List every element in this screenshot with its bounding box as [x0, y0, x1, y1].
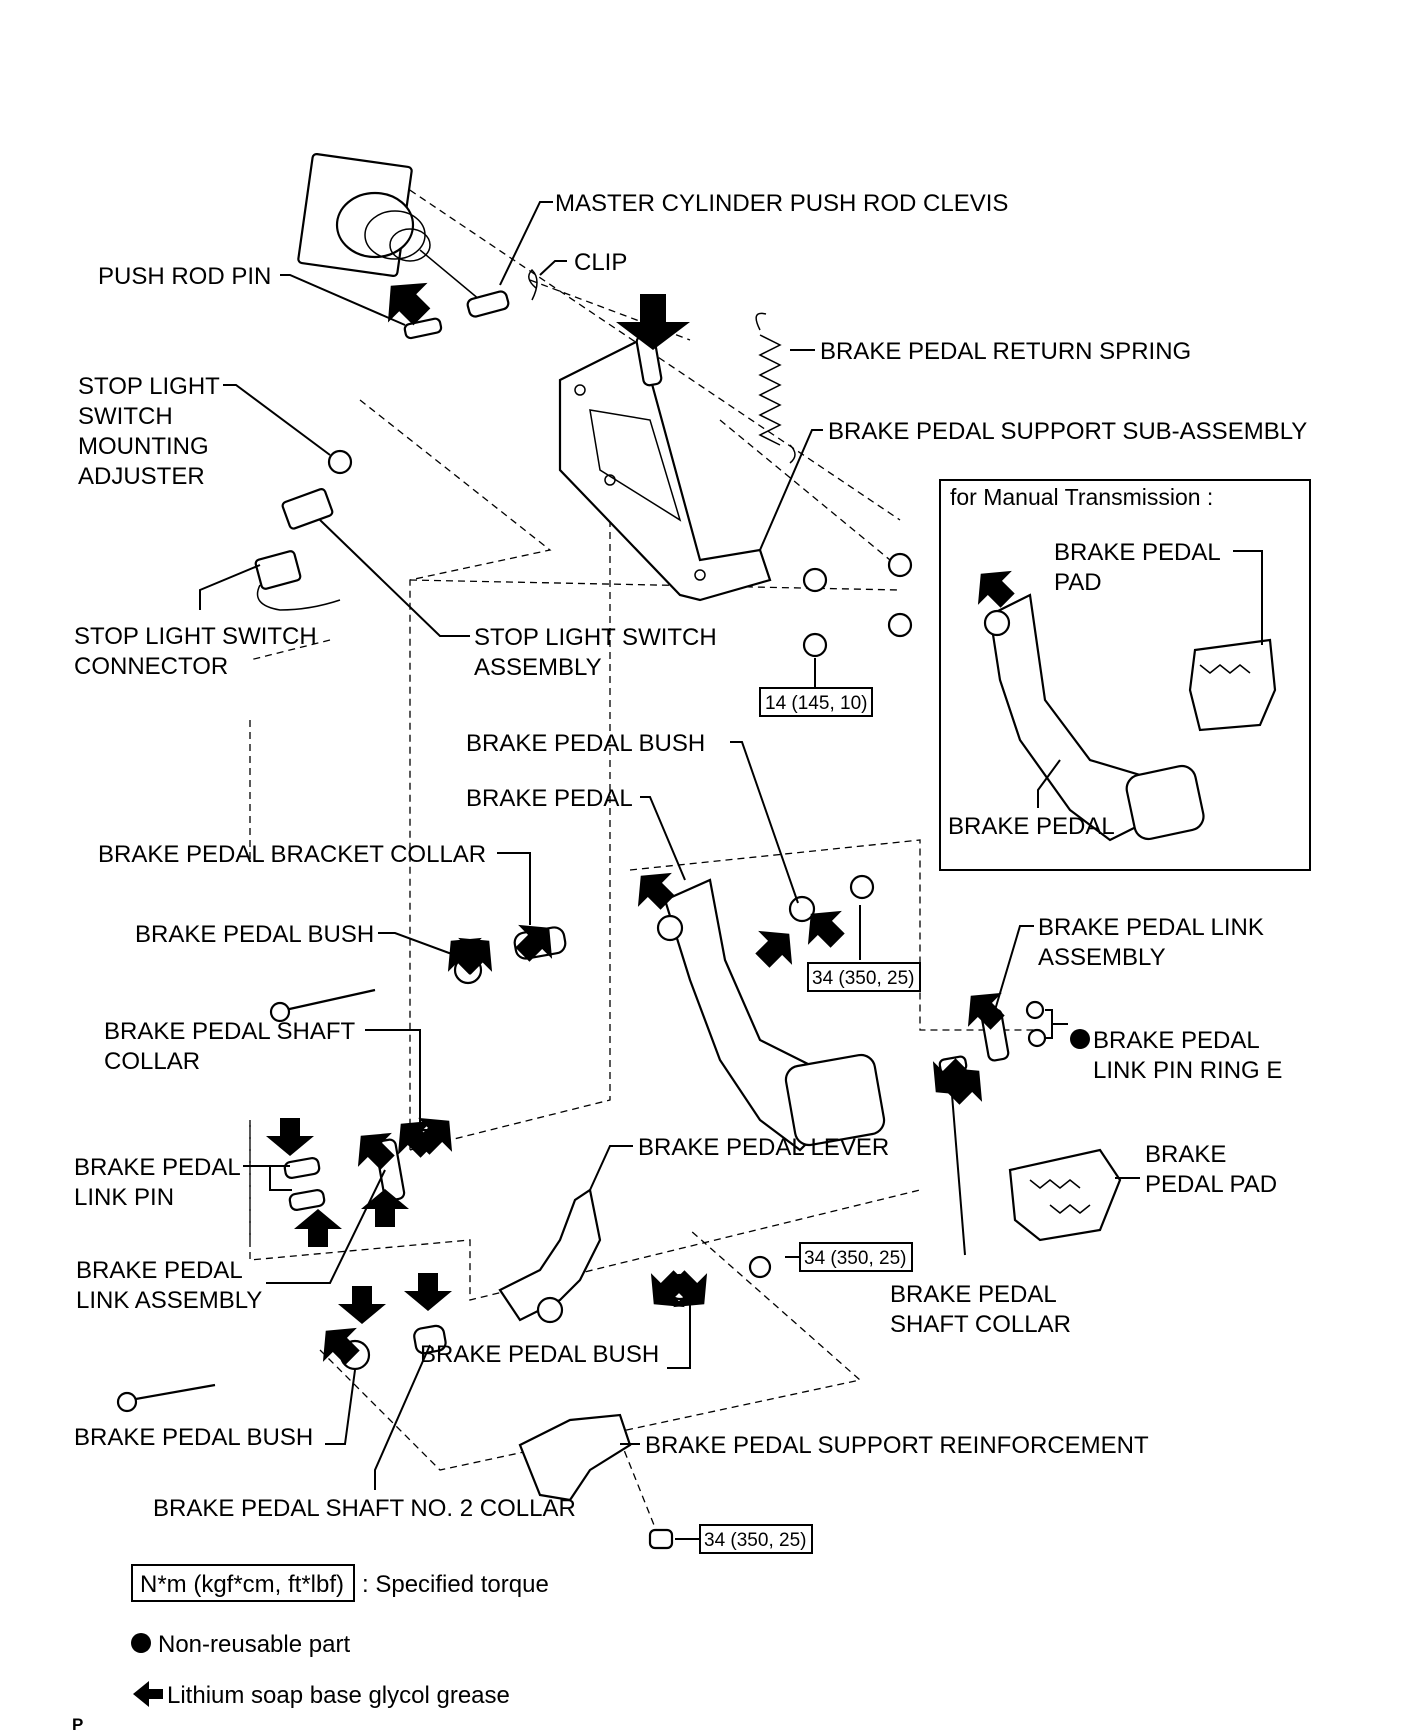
label-brake-pedal-support-sub-assembly: BRAKE PEDAL SUPPORT SUB-ASSEMBLY	[828, 418, 1307, 445]
grease-arrow-icon	[455, 937, 493, 975]
label-shaft-collar-left-2: COLLAR	[104, 1048, 200, 1075]
label-stop-light-adjuster-1: STOP LIGHT	[78, 373, 220, 400]
label-brake-pedal: BRAKE PEDAL	[466, 785, 633, 812]
label-link-pin-1: BRAKE PEDAL	[74, 1154, 241, 1181]
pad-part	[1008, 1148, 1122, 1242]
label-stop-light-connector-1: STOP LIGHT SWITCH	[74, 623, 317, 650]
label-clip: CLIP	[574, 249, 627, 276]
label-brake-pedal-return-spring: BRAKE PEDAL RETURN SPRING	[820, 338, 1191, 365]
stop-light-parts	[254, 449, 353, 611]
label-link-assembly-right-1: BRAKE PEDAL LINK	[1038, 914, 1264, 941]
main-pedal-part	[269, 874, 886, 1152]
label-stop-light-adjuster-2: SWITCH	[78, 403, 173, 430]
label-brake-pedal-support-reinforcement: BRAKE PEDAL SUPPORT REINFORCEMENT	[645, 1432, 1149, 1459]
nonreusable-dot-icon	[131, 1633, 151, 1653]
grease-arrow-icon	[616, 294, 690, 350]
torque-text: 34 (350, 25)	[704, 1530, 806, 1551]
grease-arrow-icon	[515, 924, 553, 962]
torque-text: 34 (350, 25)	[812, 968, 914, 989]
lower-bushes-part	[116, 1324, 447, 1413]
grease-arrow-icon	[945, 1067, 983, 1105]
inset-pad-label-line1: BRAKE PEDAL	[1054, 539, 1221, 566]
grease-arrow-icon	[404, 1273, 452, 1311]
torque-text: 14 (145, 10)	[765, 693, 867, 714]
inset-title: for Manual Transmission :	[950, 484, 1213, 510]
grease-arrow-icon	[133, 1681, 163, 1707]
label-brake-pedal-bush-lower-left: BRAKE PEDAL BUSH	[74, 1424, 313, 1451]
label-master-cylinder-push-rod-clevis: MASTER CYLINDER PUSH ROD CLEVIS	[555, 190, 1008, 217]
label-push-rod-pin: PUSH ROD PIN	[98, 263, 271, 290]
label-stop-light-assembly-1: STOP LIGHT SWITCH	[474, 624, 717, 651]
master-cylinder	[297, 152, 510, 318]
inset-pad-label-line2: PAD	[1054, 569, 1102, 596]
grease-arrow-icon	[415, 1117, 453, 1155]
torque-box-support-nut: 14 (145, 10)	[759, 687, 873, 717]
legend-torque-text: : Specified torque	[362, 1571, 549, 1598]
torque-box-reinforcement-bolt: 34 (350, 25)	[699, 1524, 813, 1554]
grease-arrow-icon	[755, 930, 793, 968]
lever-part	[498, 1188, 772, 1324]
label-brake-pedal-shaft-no2-collar: BRAKE PEDAL SHAFT NO. 2 COLLAR	[153, 1495, 576, 1522]
torque-box-pedal-nut: 34 (350, 25)	[807, 962, 921, 992]
grease-arrow-icon	[294, 1209, 342, 1247]
label-shaft-collar-right-1: BRAKE PEDAL	[890, 1281, 1057, 1308]
label-brake-pedal-pad-2: PEDAL PAD	[1145, 1171, 1277, 1198]
grease-arrow-icon	[977, 570, 1015, 608]
label-brake-pedal-bracket-collar: BRAKE PEDAL BRACKET COLLAR	[98, 841, 486, 868]
support-nuts	[802, 552, 913, 658]
grease-arrow-icon	[967, 992, 1005, 1030]
grease-arrow-icon	[322, 1327, 360, 1365]
label-stop-light-connector-2: CONNECTOR	[74, 653, 228, 680]
legend-nonreusable-text: Non-reusable part	[158, 1631, 350, 1658]
grease-arrow-icon	[387, 282, 431, 326]
label-brake-pedal-lever: BRAKE PEDAL LEVER	[638, 1134, 889, 1161]
grease-arrow-icon	[670, 1270, 708, 1308]
manual-transmission-inset: for Manual Transmission : BRAKE PEDAL PA…	[939, 479, 1311, 871]
label-brake-pedal-bush-left: BRAKE PEDAL BUSH	[135, 921, 374, 948]
grease-arrow-icon	[807, 910, 845, 948]
label-link-assembly-right-2: ASSEMBLY	[1038, 944, 1166, 971]
label-shaft-collar-right-2: SHAFT COLLAR	[890, 1311, 1071, 1338]
label-link-pin-ring-e-1: BRAKE PEDAL	[1093, 1027, 1260, 1054]
torque-box-lever-nut: 34 (350, 25)	[799, 1242, 913, 1272]
grease-arrow-icon	[338, 1286, 386, 1324]
reinforcement-part	[518, 1413, 674, 1550]
grease-arrow-icon	[637, 872, 675, 910]
torque-text: 34 (350, 25)	[804, 1248, 906, 1269]
clip-part	[528, 268, 538, 301]
leader-lines	[199, 201, 1140, 1540]
label-shaft-collar-left-1: BRAKE PEDAL SHAFT	[104, 1018, 356, 1045]
grease-arrow-icon	[266, 1118, 314, 1156]
legend-torque-box-text: N*m (kgf*cm, ft*lbf)	[140, 1571, 344, 1598]
link-parts	[283, 1000, 1047, 1211]
footer-code: P	[72, 1715, 83, 1734]
label-link-pin-ring-e-2: LINK PIN RING E	[1093, 1057, 1282, 1084]
grease-arrows	[266, 282, 1015, 1365]
label-brake-pedal-bush-lower-mid: BRAKE PEDAL BUSH	[420, 1341, 659, 1368]
label-link-assembly-left-1: BRAKE PEDAL	[76, 1257, 243, 1284]
inset-pedal-label: BRAKE PEDAL	[948, 813, 1115, 840]
label-brake-pedal-bush-upper: BRAKE PEDAL BUSH	[466, 730, 705, 757]
grease-arrow-icon	[357, 1132, 395, 1170]
legend: N*m (kgf*cm, ft*lbf) : Specified torque …	[131, 1564, 549, 1709]
legend-grease-text: Lithium soap base glycol grease	[167, 1682, 510, 1709]
grease-arrow-icon	[361, 1189, 409, 1227]
return-spring-part	[755, 312, 796, 464]
label-stop-light-adjuster-3: MOUNTING	[78, 433, 209, 460]
label-brake-pedal-pad-1: BRAKE	[1145, 1141, 1226, 1168]
part-labels: MASTER CYLINDER PUSH ROD CLEVIS PUSH ROD…	[74, 190, 1307, 1522]
nonreusable-dot-icon	[1070, 1029, 1090, 1049]
pedal-support-part	[558, 333, 772, 602]
label-stop-light-assembly-2: ASSEMBLY	[474, 654, 602, 681]
label-link-pin-2: LINK PIN	[74, 1184, 174, 1211]
label-stop-light-adjuster-4: ADJUSTER	[78, 463, 205, 490]
label-link-assembly-left-2: LINK ASSEMBLY	[76, 1287, 262, 1314]
